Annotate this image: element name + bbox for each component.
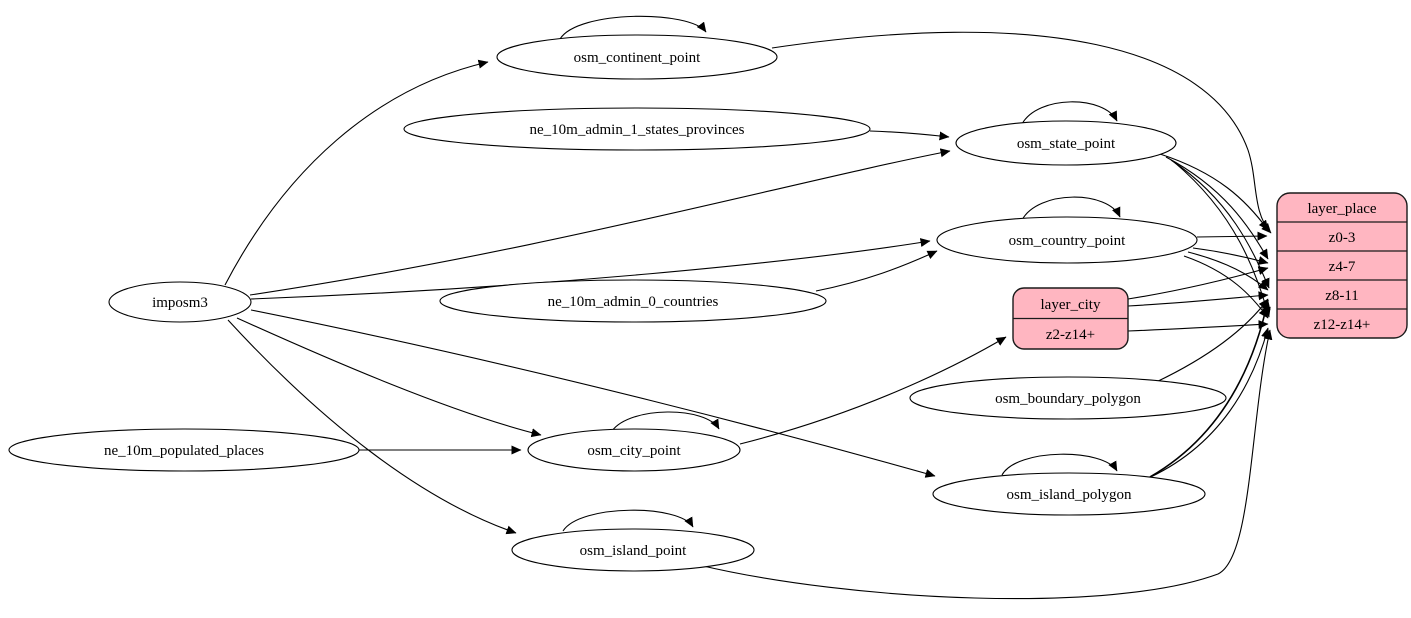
edge-imposm3-osm_continent_point (224, 59, 489, 286)
edge-layer (224, 15, 1273, 600)
edge-osm_country_point-layer_place-z12-z14 (1183, 255, 1269, 319)
edge-osm_boundary_polygon-layer_place-z8-11 (1151, 298, 1269, 385)
imposm3-label: imposm3 (152, 295, 208, 311)
edge-layer_city-layer_place-z8-11 (1127, 291, 1269, 307)
osm_state_point-label: osm_state_point (1017, 136, 1116, 152)
edge-osm_country_point-layer_place-z0-3 (1196, 231, 1268, 241)
ne_10m_admin_0_countries-label: ne_10m_admin_0_countries (548, 294, 719, 310)
node-imposm3: imposm3 (108, 281, 252, 323)
edge-osm_country_point-layer_place-z4-7 (1192, 247, 1269, 265)
edge-imposm3-osm_city_point (236, 317, 542, 438)
layer_place-row-z4-7: z4-7 (1329, 259, 1356, 275)
osm_state_point-shape (955, 120, 1177, 166)
edge-osm_state_point-layer_place-z0-3 (1159, 153, 1269, 231)
record-layer_city: layer_city z2-z14+ (1012, 287, 1129, 350)
record-layer_place: layer_place z0-3 z4-7 z8-11 z12-z14+ (1276, 192, 1408, 339)
edge-osm_state_point-layer_place-z4-7 (1165, 156, 1269, 260)
edge-selfloop-osm_island_point (562, 509, 694, 532)
node-osm_state_point: osm_state_point (955, 120, 1177, 166)
edge-selfloop-osm_city_point (611, 411, 720, 432)
edge-layer_city-layer_place-z4-7 (1127, 266, 1269, 300)
edge-ne_10m_admin_1_states_provinces-osm_state_point (869, 130, 950, 141)
ne_10m_admin_1_states_provinces-label: ne_10m_admin_1_states_provinces (530, 122, 745, 138)
layer_place-box (1276, 192, 1408, 339)
osm_island_point-label: osm_island_point (580, 543, 688, 559)
edge-imposm3-osm_state_point (249, 148, 951, 296)
osm_island_polygon-shape (932, 472, 1206, 516)
layer_place-row-z8-11: z8-11 (1325, 288, 1359, 304)
node-osm_island_polygon: osm_island_polygon (932, 472, 1206, 516)
layer_place-row-z12-z14: z12-z14+ (1314, 317, 1371, 333)
ne_10m_populated_places-label: ne_10m_populated_places (104, 443, 264, 459)
layer_city-row-z2-z14: z2-z14+ (1046, 327, 1095, 343)
node-osm_city_point: osm_city_point (527, 428, 741, 472)
layer_place-row-z0-3: z0-3 (1329, 230, 1356, 246)
edge-osm_continent_point-layer_place-z0-3 (771, 31, 1272, 234)
osm_boundary_polygon-shape (909, 376, 1227, 420)
node-osm_country_point: osm_country_point (936, 216, 1198, 264)
edge-imposm3-osm_island_point (227, 319, 517, 535)
osm_continent_point-shape (496, 34, 778, 80)
imposm3-shape (108, 281, 252, 323)
edge-osm_city_point-layer_city-z2-z14 (739, 336, 1007, 445)
edge-selfloop-osm_continent_point (559, 15, 707, 40)
node-ne_10m_admin_0_countries: ne_10m_admin_0_countries (439, 279, 827, 323)
ne_10m_admin_1_states_provinces-shape (403, 107, 871, 151)
osm_city_point-label: osm_city_point (587, 443, 681, 459)
osm_country_point-shape (936, 216, 1198, 264)
edge-imposm3-osm_island_polygon (250, 309, 936, 478)
node-osm_boundary_polygon: osm_boundary_polygon (909, 376, 1227, 420)
edge-ne_10m_admin_0_countries-osm_country_point (815, 250, 938, 292)
node-ne_10m_populated_places: ne_10m_populated_places (8, 428, 360, 472)
layer_place-title: layer_place (1307, 201, 1376, 217)
ne_10m_admin_0_countries-shape (439, 279, 827, 323)
layer_city-title: layer_city (1041, 297, 1101, 313)
osm_city_point-shape (527, 428, 741, 472)
osm_continent_point-label: osm_continent_point (574, 50, 701, 66)
edge-imposm3-osm_country_point (250, 238, 931, 300)
edge-layer_city-layer_place-z12-z14 (1127, 320, 1269, 332)
edge-osm_country_point-layer_place-z8-11 (1187, 251, 1269, 291)
edge-osm_island_polygon-layer_place-z8-11 (1149, 299, 1271, 478)
osm_island_point-shape (511, 528, 755, 572)
node-osm_island_point: osm_island_point (511, 528, 755, 572)
osm_country_point-label: osm_country_point (1009, 233, 1126, 249)
node-ne_10m_admin_1_states_provinces: ne_10m_admin_1_states_provinces (403, 107, 871, 151)
ne_10m_populated_places-shape (8, 428, 360, 472)
edge-osm_island_polygon-layer_place-z12-z14 (1143, 327, 1270, 481)
edge-selfloop-osm_island_polygon (1001, 453, 1118, 476)
edge-osm_island_point-layer_place-z12-z14 (698, 329, 1273, 600)
node-osm_continent_point: osm_continent_point (496, 34, 778, 80)
edge-selfloop-osm_state_point (1021, 101, 1118, 125)
osm_boundary_polygon-label: osm_boundary_polygon (995, 391, 1141, 407)
osm_island_polygon-label: osm_island_polygon (1006, 487, 1132, 503)
edge-selfloop-osm_country_point (1021, 196, 1121, 221)
